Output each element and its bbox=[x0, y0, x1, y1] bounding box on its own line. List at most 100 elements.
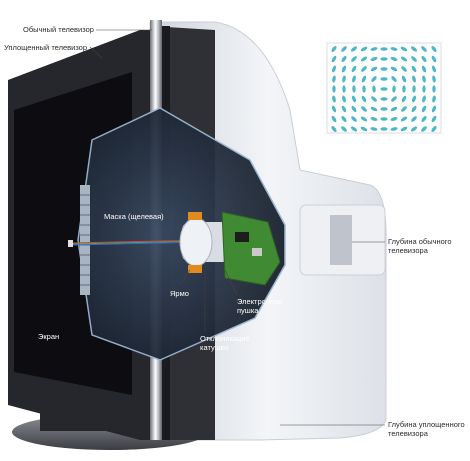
mask-dot bbox=[350, 126, 358, 132]
mask-dot bbox=[352, 85, 356, 93]
cutaway-view bbox=[68, 107, 286, 361]
mask-dot bbox=[431, 65, 437, 73]
mask-dot bbox=[411, 56, 417, 62]
mask-dot bbox=[390, 47, 398, 51]
label-yoke: Ярмо bbox=[170, 289, 189, 298]
mask-dot bbox=[370, 47, 378, 51]
mask-dot bbox=[422, 75, 426, 83]
mask-dot bbox=[331, 55, 337, 63]
mask-dot bbox=[351, 95, 357, 103]
label-flat-depth-line2: телевизора bbox=[388, 428, 428, 438]
mask-dot bbox=[331, 65, 337, 73]
mask-dot bbox=[342, 95, 346, 103]
mask-dot bbox=[380, 97, 388, 101]
mask-dot bbox=[411, 95, 417, 103]
mask-dot bbox=[400, 56, 408, 62]
mask-dot bbox=[351, 116, 357, 122]
mask-dot bbox=[372, 85, 376, 93]
mask-dot bbox=[341, 105, 347, 113]
mask-dot bbox=[341, 65, 347, 73]
mask-dot bbox=[332, 95, 336, 103]
mask-dot bbox=[362, 85, 366, 93]
mask-dot bbox=[380, 127, 388, 131]
mask-dot bbox=[342, 85, 346, 93]
mask-dot bbox=[411, 116, 417, 122]
mask-dot bbox=[431, 45, 437, 53]
mask-dot bbox=[380, 57, 388, 61]
mask-dot bbox=[421, 55, 427, 63]
mask-dot bbox=[411, 105, 417, 113]
label-electron-gun: Электронная пушка bbox=[237, 297, 283, 315]
mask-dot bbox=[342, 75, 346, 83]
mask-dot bbox=[332, 75, 336, 83]
label-electron-gun-line2: пушка bbox=[237, 305, 259, 315]
mask-dot bbox=[431, 55, 437, 63]
mask-dot bbox=[331, 115, 337, 123]
mask-dot bbox=[432, 85, 436, 93]
mask-dot bbox=[410, 46, 418, 52]
label-coils-line1: Отклоняющие bbox=[200, 334, 250, 343]
mask-dot bbox=[332, 85, 336, 93]
mask-dot bbox=[431, 105, 437, 113]
label-mask: Маска (щелевая) bbox=[104, 212, 164, 221]
mask-dot bbox=[400, 116, 408, 122]
mask-dot bbox=[390, 106, 398, 112]
mask-dot bbox=[361, 106, 367, 112]
mask-dot bbox=[341, 126, 347, 132]
label-deflection-coils: Отклоняющие катушки bbox=[200, 334, 250, 352]
mask-dot bbox=[331, 126, 337, 132]
mask-dot bbox=[390, 117, 398, 121]
mask-dot bbox=[390, 127, 398, 131]
mask-pattern-inset bbox=[326, 42, 442, 134]
mask-dot bbox=[421, 46, 427, 52]
mask-dot bbox=[380, 107, 388, 111]
label-screen: Экран bbox=[38, 332, 60, 341]
mask-dot bbox=[351, 65, 357, 73]
mask-dot bbox=[361, 66, 367, 72]
mask-dot bbox=[400, 126, 408, 132]
label-coils-line2: катушки bbox=[200, 342, 229, 352]
mask-dot bbox=[411, 65, 417, 73]
label-regular-tv: Обычный телевизор bbox=[23, 25, 94, 34]
mask-dot bbox=[370, 106, 378, 112]
mask-dot bbox=[370, 127, 378, 131]
mask-dot bbox=[351, 105, 357, 113]
mask-dot bbox=[401, 106, 407, 112]
mask-dot bbox=[380, 67, 388, 71]
mask-dot bbox=[421, 115, 427, 123]
mask-dot bbox=[350, 46, 358, 52]
mask-dot bbox=[352, 75, 356, 83]
label-electron-gun-line1: Электронная bbox=[237, 297, 283, 306]
mask-dot bbox=[412, 85, 416, 93]
mask-dot bbox=[360, 126, 368, 132]
mask-dot bbox=[341, 46, 347, 52]
mask-dot bbox=[402, 85, 406, 93]
mask-dot bbox=[391, 96, 397, 102]
mask-dot bbox=[390, 66, 398, 72]
mask-dot bbox=[392, 85, 396, 93]
mask-dot bbox=[401, 75, 407, 83]
mask-dot bbox=[341, 55, 347, 63]
label-regular-depth-line1: Глубина обычного bbox=[388, 237, 452, 246]
mask-dot bbox=[380, 77, 388, 81]
mask-dot bbox=[371, 96, 377, 102]
mask-dot bbox=[431, 126, 437, 132]
mask-dot bbox=[421, 65, 427, 73]
mask-dot bbox=[422, 85, 426, 93]
mask-dot bbox=[390, 57, 398, 61]
mask-dot bbox=[351, 56, 357, 62]
mask-dot bbox=[401, 66, 407, 72]
label-regular-depth: Глубина обычного телевизора bbox=[388, 237, 452, 255]
mask-dot bbox=[431, 115, 437, 123]
callout-lines bbox=[89, 29, 385, 426]
mask-dot bbox=[331, 105, 337, 113]
mask-dot bbox=[432, 75, 436, 83]
mask-dot bbox=[380, 47, 388, 51]
mask-dot bbox=[360, 46, 368, 52]
mask-dot bbox=[361, 95, 367, 103]
mask-dot bbox=[370, 57, 378, 61]
mask-dot bbox=[401, 95, 407, 103]
mask-dot bbox=[400, 46, 408, 52]
